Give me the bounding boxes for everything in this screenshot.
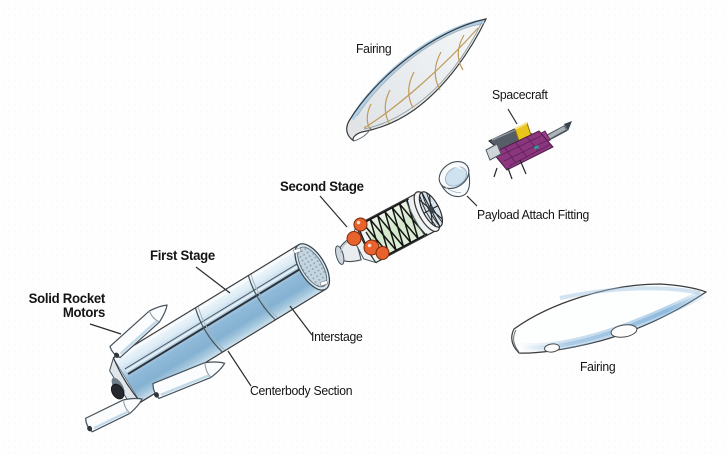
label-solid-rocket-motors-line2: Motors bbox=[62, 304, 105, 320]
sphere-highlight-1 bbox=[356, 220, 361, 225]
srm-body bbox=[109, 304, 168, 359]
label-fairing-bottom: Fairing bbox=[580, 359, 616, 374]
spacecraft-array-grid bbox=[498, 134, 552, 167]
centerbody-leader-line bbox=[227, 350, 252, 387]
interstage-grid bbox=[297, 246, 328, 288]
leader-lines bbox=[89, 108, 518, 387]
srm-shoulder bbox=[148, 310, 160, 323]
label-spacecraft: Spacecraft bbox=[492, 87, 548, 102]
first-stage-raceway-edge bbox=[124, 259, 305, 370]
engine-exit bbox=[335, 245, 345, 265]
srm-shading bbox=[119, 319, 158, 355]
first-stage-body bbox=[113, 244, 326, 403]
spacecraft-yellow-box-top bbox=[514, 122, 528, 130]
sphere-highlight-2 bbox=[367, 243, 372, 248]
propellant-sphere-1 bbox=[353, 217, 368, 232]
paf-seam bbox=[443, 185, 462, 193]
fairing-frame-lines bbox=[363, 27, 479, 130]
first-stage-leader-line bbox=[195, 266, 231, 294]
srm-shading bbox=[93, 410, 129, 430]
fairing-inner-shadow-line bbox=[356, 23, 482, 117]
fairing-ridge-outline bbox=[348, 18, 487, 122]
first-stage-highlight bbox=[116, 250, 295, 361]
interstage-joint-ring-2 bbox=[250, 273, 279, 319]
fairing-shell-thickness-line bbox=[363, 21, 483, 130]
paf-gloss bbox=[445, 165, 462, 171]
first-stage-raceway bbox=[127, 263, 308, 375]
centerbody-joint-ring-2 bbox=[197, 306, 226, 351]
label-centerbody-section: Centerbody Section bbox=[250, 383, 353, 398]
dome-hub bbox=[428, 205, 434, 214]
propellant-sphere-2 bbox=[346, 231, 362, 246]
srm-body bbox=[85, 397, 143, 433]
spacecraft-sensor bbox=[533, 145, 540, 150]
second-stage-graphic bbox=[335, 191, 444, 265]
fairing-blue-streak-core bbox=[519, 292, 703, 350]
payload-attach-fitting-leader-line bbox=[466, 195, 478, 207]
label-interstage: Interstage bbox=[311, 329, 363, 344]
label-first-stage: First Stage bbox=[150, 247, 215, 263]
spacecraft-graphic bbox=[485, 121, 572, 180]
fairing-access-port-large bbox=[610, 324, 638, 338]
first-stage-engine-nozzle bbox=[110, 383, 125, 400]
second-stage-ring-line bbox=[405, 198, 426, 237]
spacecraft-boom-tip bbox=[564, 121, 572, 131]
solid-rocket-motor-1 bbox=[109, 304, 168, 359]
interstage-joint-ring bbox=[247, 275, 276, 321]
payload-fairing-half-top-graphic bbox=[346, 18, 488, 142]
spacecraft-end-fitting bbox=[485, 143, 502, 161]
first-stage-raceway-gap bbox=[125, 260, 307, 372]
propellant-sphere-4 bbox=[375, 246, 390, 260]
srm-nozzle bbox=[87, 425, 93, 432]
label-fairing-top: Fairing bbox=[356, 41, 392, 56]
first-stage-graphic bbox=[109, 243, 331, 403]
solid-rocket-motors-leader-line bbox=[89, 323, 122, 335]
solid-rocket-motor-2 bbox=[152, 361, 226, 400]
centerbody-joint-ring bbox=[194, 307, 223, 353]
srm-nozzle bbox=[154, 392, 159, 398]
solid-rocket-motor-3 bbox=[85, 397, 143, 433]
label-solid-rocket-motors-line1: Solid Rocket bbox=[28, 290, 106, 306]
fairing-tail-line bbox=[513, 329, 520, 353]
fairing-top-streak bbox=[559, 286, 701, 300]
srm-shoulder bbox=[122, 399, 131, 414]
srm-nozzle bbox=[114, 352, 120, 358]
interstage-tab-2 bbox=[319, 280, 329, 287]
paf-opening bbox=[444, 166, 468, 187]
second-stage-tanks bbox=[346, 217, 390, 260]
label-payload-attach-fitting: Payload Attach Fitting bbox=[477, 207, 590, 222]
payload-fairing-half-bottom-graphic bbox=[511, 283, 708, 354]
label-second-stage: Second Stage bbox=[280, 178, 364, 194]
payload-attach-fitting-graphic bbox=[438, 161, 471, 198]
spacecraft-leader-line bbox=[507, 108, 518, 125]
spacecraft-struts bbox=[493, 159, 527, 180]
interstage-leader-line bbox=[289, 305, 313, 336]
fairing-access-port-small bbox=[544, 343, 560, 353]
interstage-tab-1 bbox=[293, 247, 302, 254]
second-stage-leader-line bbox=[319, 195, 348, 228]
spacecraft-solar-array bbox=[492, 130, 554, 171]
label-solid-rocket-motors: Solid Rocket Motors bbox=[25, 290, 106, 320]
srm-shoulder bbox=[204, 362, 212, 378]
fairing-base-flange-line bbox=[353, 127, 372, 142]
fairing-hull bbox=[511, 283, 708, 354]
srm-shading bbox=[160, 374, 210, 397]
